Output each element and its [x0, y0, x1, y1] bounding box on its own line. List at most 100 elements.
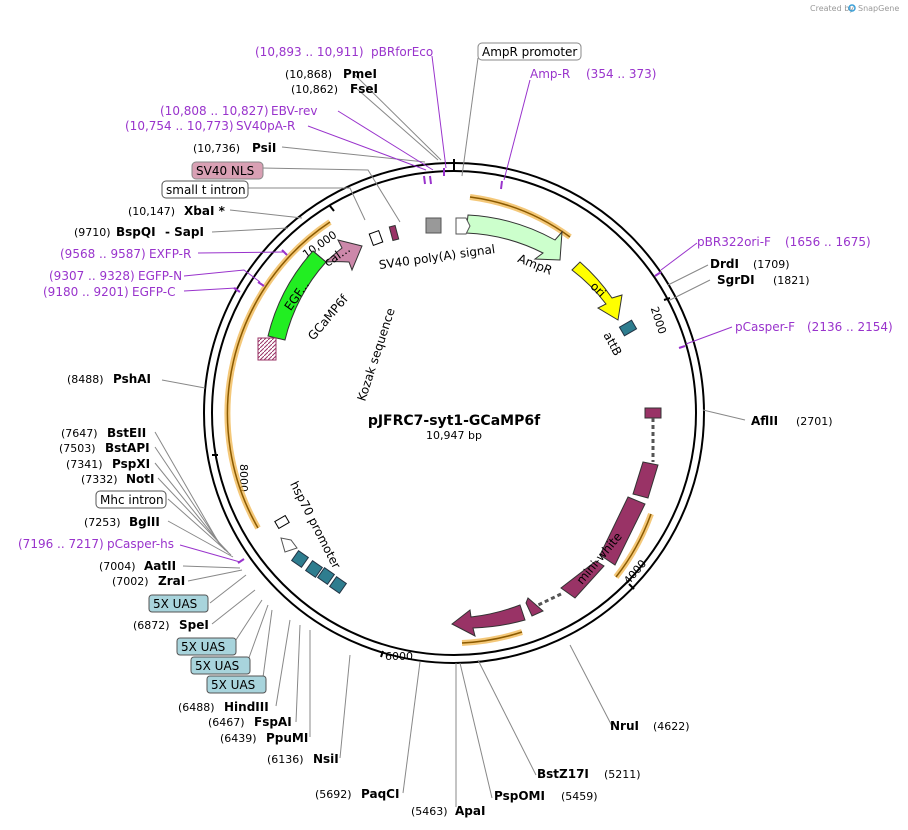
bspqi-name: BspQI — [116, 225, 156, 239]
bstz17i-pos: (5211) — [604, 768, 641, 781]
attb-label: attB — [601, 330, 625, 359]
pcasperhs-tick — [237, 558, 245, 564]
ampr-feature-arrow[interactable] — [465, 214, 563, 261]
paqci-name: PaqCI — [361, 787, 399, 801]
ori-feature-arrow[interactable] — [571, 261, 623, 321]
ebvrev-tick — [429, 175, 432, 185]
miniwhite-exon-arrow[interactable] — [451, 604, 526, 637]
zrai-pos: (7002) — [112, 575, 149, 588]
pmei-pos: (10,868) — [285, 68, 332, 81]
exfpr-name: EXFP-R — [149, 247, 191, 261]
bstz17i-name: BstZ17I — [537, 767, 589, 781]
miniwhite-exon-4[interactable] — [560, 560, 605, 599]
egfpn-pos: (9307 .. 9328) — [49, 269, 135, 283]
xbai-pos: (10,147) — [128, 205, 175, 218]
uas-block-1[interactable] — [290, 549, 310, 569]
ampr-primer-tick — [500, 180, 503, 190]
sv40-polya-box[interactable] — [425, 217, 442, 234]
small-t-intron-marker[interactable] — [368, 230, 384, 246]
uas-box-1 — [148, 594, 209, 613]
ampr-promoter-arrow[interactable] — [455, 217, 471, 235]
pcasperhs-name: pCasper-hs — [107, 537, 174, 551]
mhc-intron-label: Mhc intron — [100, 493, 164, 507]
nrui-pos: (4622) — [653, 720, 690, 733]
ampr-promoter-box — [477, 42, 582, 61]
small-t-intron-label: small t intron — [166, 183, 246, 197]
hindiii-name: HindIII — [224, 700, 269, 714]
hsp70-arrow[interactable] — [280, 537, 298, 553]
small-t-intron-box — [161, 180, 249, 199]
ampr-highlight-core — [469, 196, 571, 238]
sv40pa-name: SV40pA-R — [236, 119, 295, 133]
mhc-intron-box — [95, 490, 167, 509]
uas-label-2: 5X UAS — [181, 640, 225, 654]
gcamp6f-cal-segment[interactable] — [312, 239, 363, 272]
tick-2000 — [663, 297, 671, 301]
fspai-pos: (6467) — [208, 716, 245, 729]
egfpn-tick — [257, 281, 265, 287]
miniwhite-highlight-core-1 — [615, 513, 652, 578]
tick-6000 — [380, 650, 384, 658]
bstapi-name: BstAPI — [105, 441, 150, 455]
bstapi-pos: (7503) — [59, 442, 96, 455]
noti-name: NotI — [126, 472, 155, 486]
tick-10000 — [329, 205, 335, 212]
ampr-primer-pos: (354 .. 373) — [586, 67, 656, 81]
pspxi-pos: (7341) — [66, 458, 103, 471]
miniwhite-exon-3[interactable] — [599, 496, 646, 566]
attb-feature[interactable] — [618, 319, 638, 337]
bspqi-pos: (9710) — [74, 226, 111, 239]
gcamp-highlight-core — [226, 221, 331, 529]
sv40-polya-label: SV40 poly(A) signal — [378, 242, 496, 272]
uas-box-4 — [206, 675, 267, 694]
bglii-name: BglII — [129, 515, 160, 529]
sgrdi-name: SgrDI — [717, 273, 755, 287]
pspxi-name: PspXI — [112, 457, 150, 471]
paqci-pos: (5692) — [315, 788, 352, 801]
uas-block-4[interactable] — [328, 575, 348, 595]
credit-text: Created by — [810, 4, 854, 13]
ampr-primer-name: Amp-R — [530, 67, 570, 81]
ebvrev-pos: (10,808 .. 10,827) — [160, 104, 269, 118]
psii-name: PsiI — [252, 141, 276, 155]
ampr-promoter-label: AmpR promoter — [482, 45, 577, 59]
spei-name: SpeI — [179, 618, 209, 632]
sv40-nls-label: SV40 NLS — [196, 164, 254, 178]
egfpn-name: EGFP-N — [138, 269, 182, 283]
pcasperhs-pos: (7196 .. 7217) — [18, 537, 104, 551]
mhc-intron-marker[interactable] — [274, 514, 290, 530]
uas-box-3 — [190, 656, 251, 675]
sv40-nls-marker[interactable] — [388, 224, 400, 242]
plasmid-title: pJFRC7-syt1-GCaMP6f — [368, 413, 541, 429]
tick-4000 — [628, 583, 635, 590]
uas-block-3[interactable] — [316, 566, 336, 586]
pmei-name: PmeI — [343, 67, 377, 81]
ebvrev-name: EBV-rev — [271, 104, 317, 118]
brand-text: SnapGene — [858, 4, 899, 13]
apai-name: ApaI — [455, 804, 485, 818]
pbr322-tick — [654, 271, 662, 277]
aatii-name: AatII — [144, 559, 176, 573]
miniwhite-exon-1[interactable] — [644, 407, 662, 419]
pspomi-pos: (5459) — [561, 790, 598, 803]
drdi-pos: (1709) — [753, 258, 790, 271]
hindiii-pos: (6488) — [178, 701, 215, 714]
miniwhite-exon-5[interactable] — [525, 597, 544, 617]
miniwhite-exon-2[interactable] — [632, 461, 659, 499]
aflii-name: AflII — [751, 414, 778, 428]
fspai-name: FspAI — [254, 715, 292, 729]
uas-block-2[interactable] — [304, 559, 324, 579]
uas-label-4: 5X UAS — [211, 678, 255, 692]
exfpr-tick — [281, 249, 288, 256]
egfpc-pos: (9180 .. 9201) — [43, 285, 129, 299]
pspomi-name: PspOMI — [494, 789, 545, 803]
miniwhite-highlight-core-2 — [461, 631, 523, 644]
gcamp6f-tag-marker[interactable] — [257, 337, 277, 361]
pcasperf-name: pCasper-F — [735, 320, 795, 334]
primer-leader-lines — [179, 55, 733, 563]
aatii-pos: (7004) — [99, 560, 136, 573]
fsei-pos: (10,862) — [291, 83, 338, 96]
pshai-pos: (8488) — [67, 373, 104, 386]
tick-label-2000: 2000 — [648, 305, 669, 336]
pcasperf-tick — [678, 345, 686, 349]
